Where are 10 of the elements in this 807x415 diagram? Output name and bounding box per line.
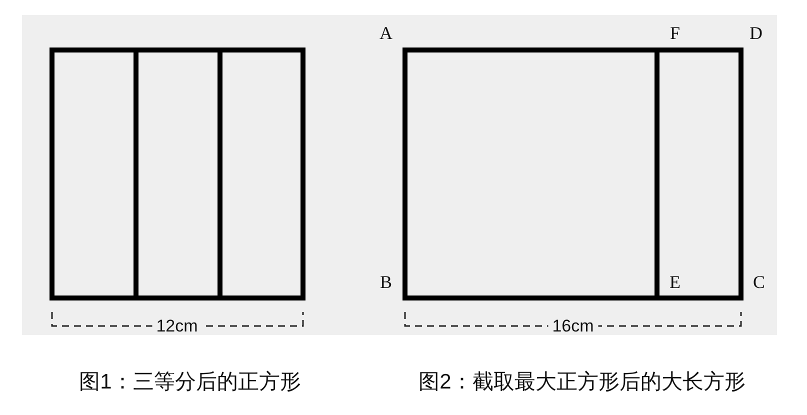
dimension-label: 16cm — [548, 318, 598, 334]
point-label: D — [750, 24, 762, 42]
point-label: F — [670, 24, 680, 42]
point-label: B — [380, 273, 392, 291]
dimension-label: 12cm — [152, 318, 202, 334]
figure-caption: 图2：截取最大正方形后的大长方形 — [418, 372, 746, 392]
point-label: C — [753, 273, 765, 291]
point-label: E — [670, 273, 680, 291]
figure-caption: 图1：三等分后的正方形 — [79, 372, 301, 392]
point-label: A — [380, 24, 392, 42]
